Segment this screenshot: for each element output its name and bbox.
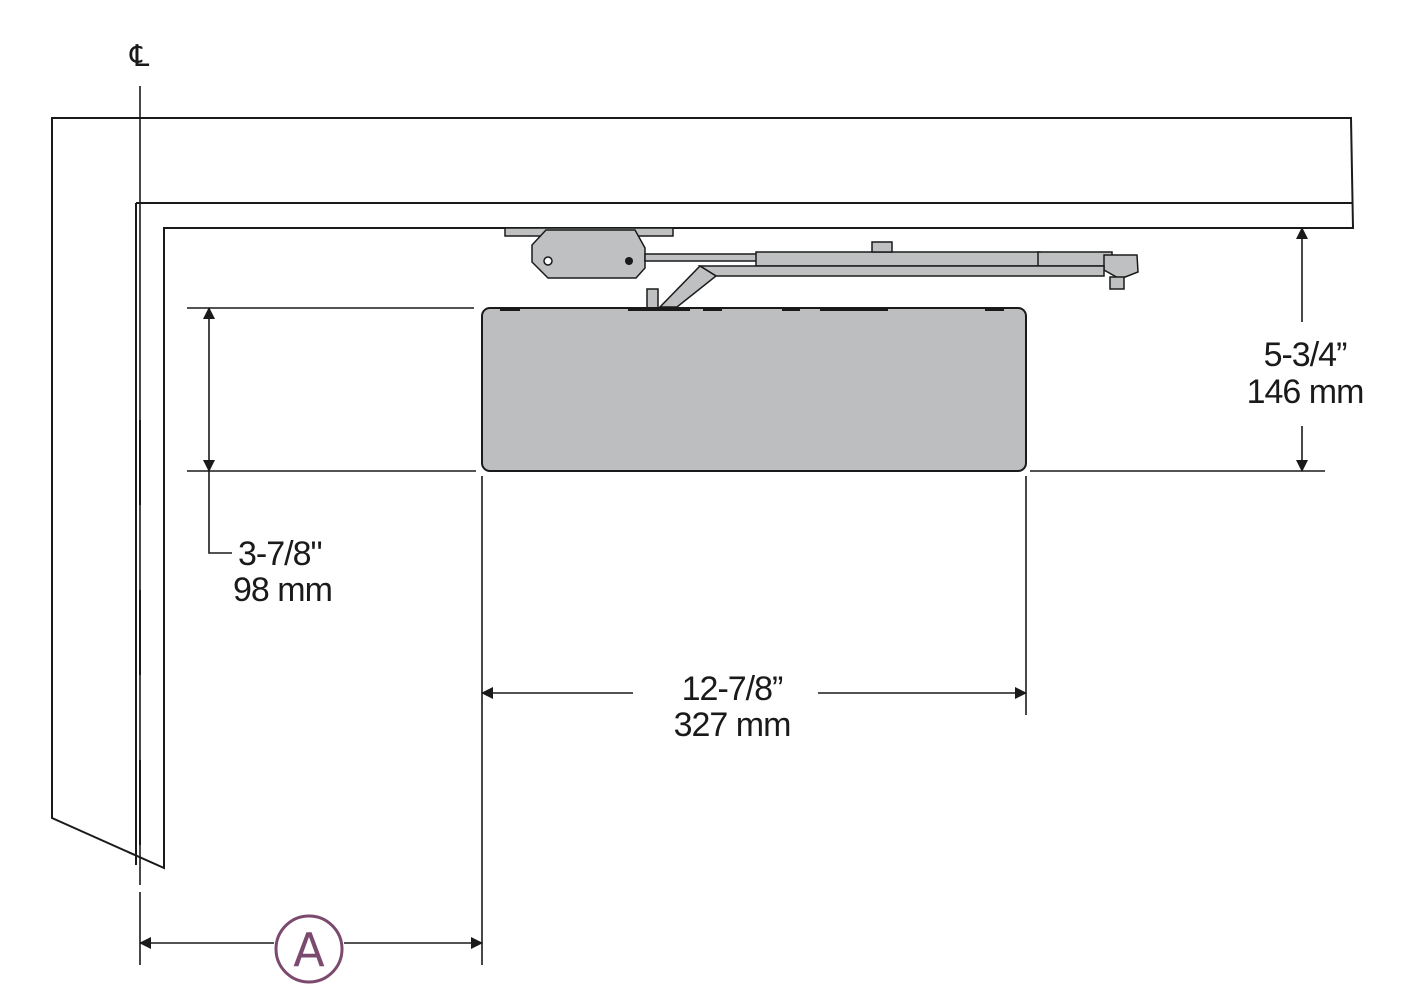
arm-assembly [504, 227, 1139, 310]
bracket-screw [543, 256, 553, 266]
dimension-label-imperial: 3-7/8" [238, 535, 322, 573]
dimension-label-metric: 327 mm [674, 706, 791, 744]
dimension-label-imperial: 12-7/8” [682, 670, 783, 708]
closer-body [481, 307, 1027, 472]
dimension-body-depth: 3-7/8" 98 mm [203, 307, 333, 609]
dimension-label-imperial: 5-3/4” [1264, 336, 1347, 374]
callout-label: A [293, 923, 325, 977]
bracket-screw [625, 257, 633, 265]
dimension-label-metric: 98 mm [233, 571, 332, 609]
dimension-body-length: 12-7/8” 327 mm [481, 670, 1027, 744]
dimension-a: A [139, 914, 483, 984]
door-frame [51, 117, 1355, 870]
centerline-symbol: ℄ [129, 39, 149, 74]
callout-circle [274, 914, 344, 984]
dimension-overall-height: 5-3/4” 146 mm [1247, 227, 1364, 472]
dimension-label-metric: 146 mm [1247, 373, 1364, 411]
